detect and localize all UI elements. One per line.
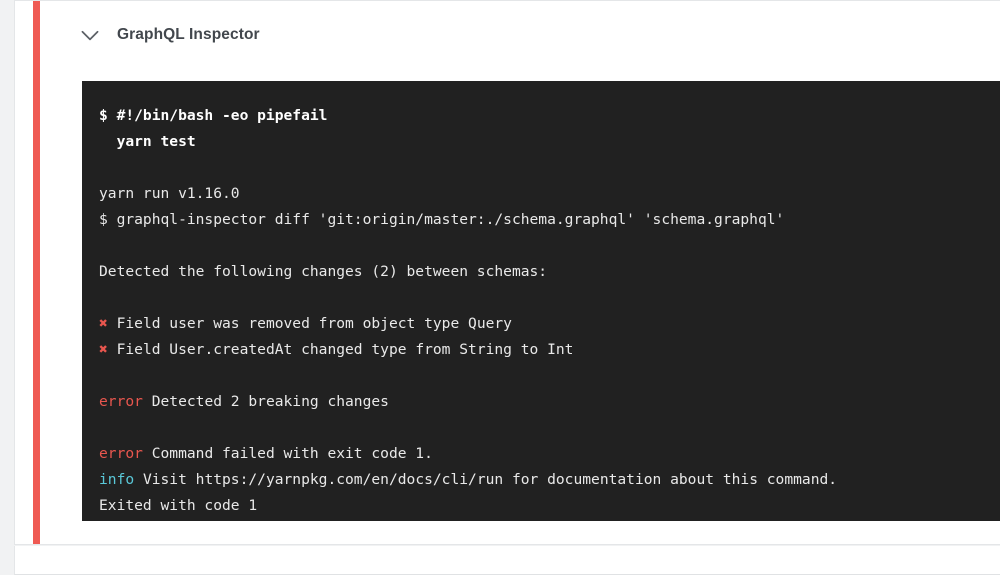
build-step-card: GraphQL Inspector $ #!/bin/bash -eo pipe… bbox=[14, 0, 1000, 545]
breaking-change-icon: ✖ bbox=[99, 341, 108, 358]
terminal-line-text: Visit https://yarnpkg.com/en/docs/cli/ru… bbox=[134, 471, 838, 488]
step-header[interactable]: GraphQL Inspector bbox=[55, 1, 1000, 69]
terminal-line: yarn run v1.16.0 bbox=[99, 185, 240, 202]
terminal-line: yarn test bbox=[99, 133, 196, 150]
terminal-line bbox=[99, 155, 1000, 181]
terminal-line: Exited with code 1 bbox=[99, 497, 258, 514]
terminal-line: error Command failed with exit code 1. bbox=[99, 441, 1000, 467]
terminal-line bbox=[99, 233, 1000, 259]
terminal-line bbox=[99, 363, 1000, 389]
terminal-line: $ #!/bin/bash -eo pipefail bbox=[99, 107, 328, 124]
terminal-log[interactable]: $ #!/bin/bash -eo pipefail yarn test yar… bbox=[82, 81, 1000, 521]
chevron-down-icon[interactable] bbox=[77, 22, 103, 48]
log-level-label: error bbox=[99, 445, 143, 462]
terminal-line-text: Field User.createdAt changed type from S… bbox=[107, 341, 574, 358]
terminal-line: error Detected 2 breaking changes bbox=[99, 389, 1000, 415]
page-bottom-strip bbox=[14, 546, 1000, 575]
terminal-line-text: Field user was removed from object type … bbox=[107, 315, 512, 332]
step-status-bar bbox=[33, 1, 40, 544]
terminal-line: ✖ Field User.createdAt changed type from… bbox=[99, 337, 1000, 363]
terminal-log-body: $ #!/bin/bash -eo pipefail yarn test yar… bbox=[82, 81, 1000, 521]
terminal-line-text: Command failed with exit code 1. bbox=[142, 445, 433, 462]
terminal-line: Detected the following changes (2) betwe… bbox=[99, 263, 548, 280]
terminal-line: ✖ Field user was removed from object typ… bbox=[99, 311, 1000, 337]
terminal-line: info Visit https://yarnpkg.com/en/docs/c… bbox=[99, 467, 1000, 493]
terminal-line bbox=[99, 415, 1000, 441]
breaking-change-icon: ✖ bbox=[99, 315, 108, 332]
terminal-line bbox=[99, 285, 1000, 311]
terminal-line-text: Detected 2 breaking changes bbox=[142, 393, 389, 410]
log-level-label: info bbox=[99, 471, 135, 488]
terminal-line: $ graphql-inspector diff 'git:origin/mas… bbox=[99, 211, 785, 228]
card-divider bbox=[55, 544, 1000, 545]
log-level-label: error bbox=[99, 393, 143, 410]
page-title: GraphQL Inspector bbox=[117, 26, 260, 43]
